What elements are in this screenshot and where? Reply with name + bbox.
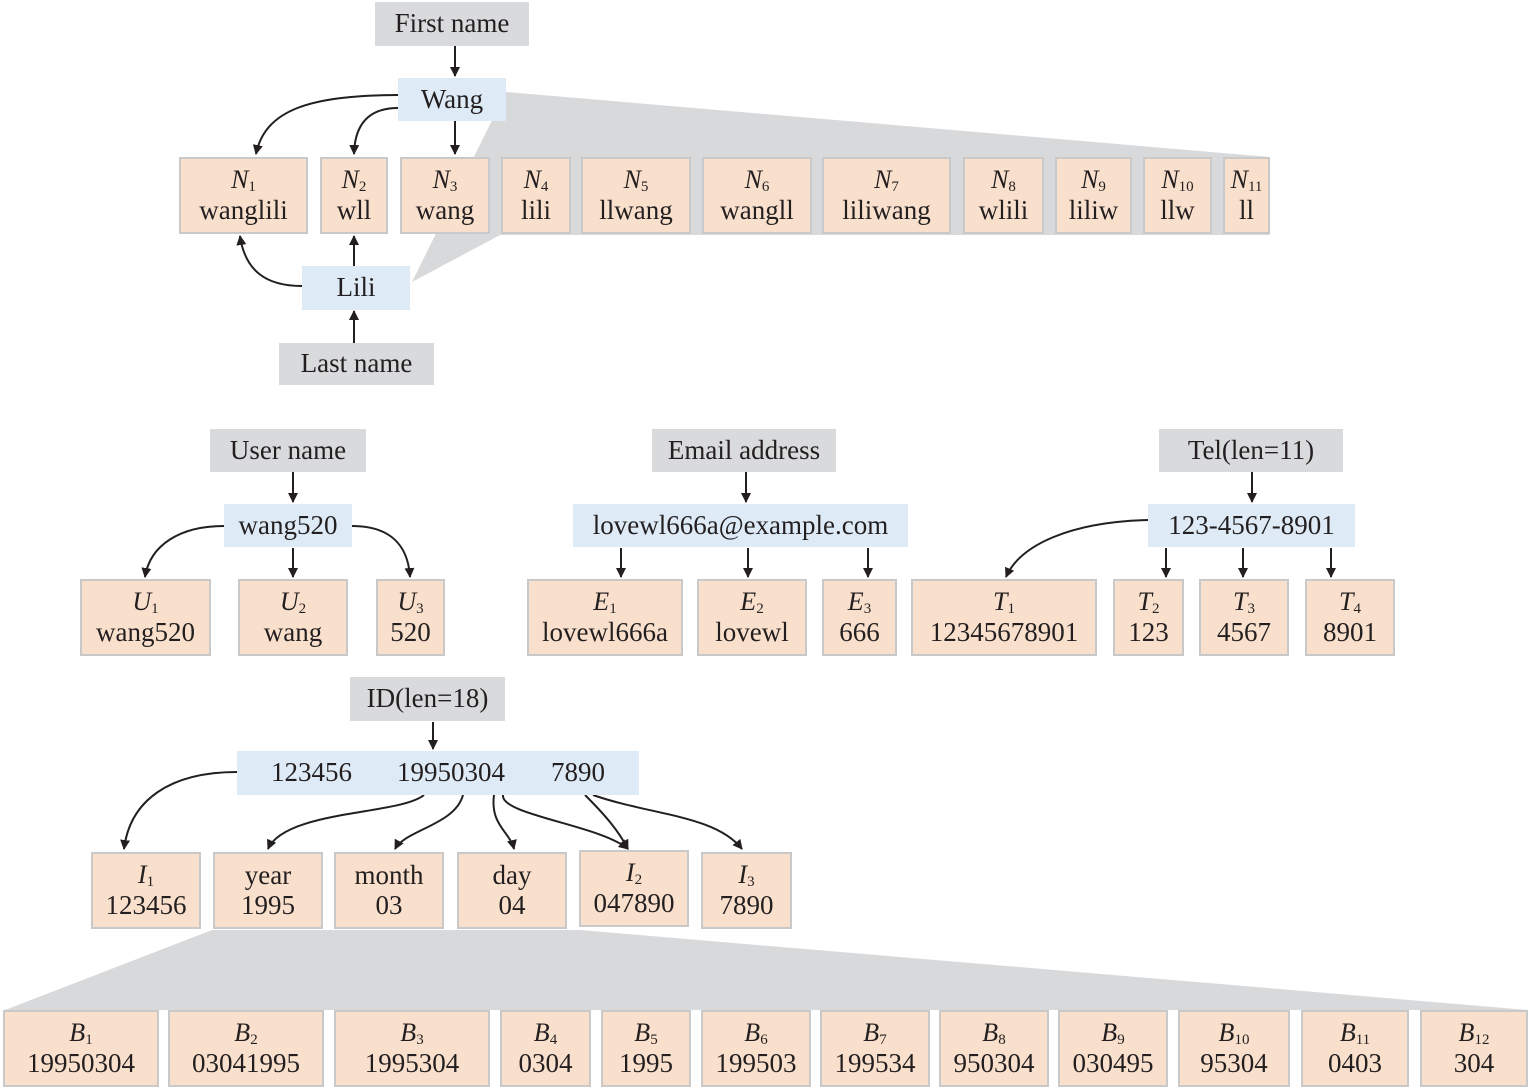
tel-variant-t4: T4 8901 <box>1305 579 1395 656</box>
birthday-variant-b12: B12 304 <box>1420 1010 1528 1087</box>
id-part-suffix: 7890 <box>551 757 605 787</box>
birthday-variant-b1: B1 19950304 <box>3 1010 159 1087</box>
birthday-variant-b2: B2 03041995 <box>168 1010 324 1087</box>
user-name-label: User name <box>210 429 366 472</box>
email-address-value: lovewl666a@example.com <box>573 504 908 547</box>
id-variant-i1: I1 123456 <box>91 852 201 929</box>
id-variant-day: day 04 <box>457 852 567 929</box>
tel-variant-t1: T1 12345678901 <box>911 579 1097 656</box>
arrow-user-to-u3 <box>351 525 415 578</box>
arrow-id-to-day <box>492 794 517 850</box>
id-part-region: 123456 <box>271 757 352 787</box>
id-variant-i2: I2 047890 <box>579 850 689 927</box>
name-variant-n7: N7 liliwang <box>822 157 951 234</box>
first-name-value: Wang <box>398 78 506 121</box>
birthday-variant-b8: B8 950304 <box>939 1010 1049 1087</box>
birthday-variant-b7: B7 199534 <box>820 1010 930 1087</box>
birthday-variant-b3: B3 1995304 <box>334 1010 490 1087</box>
birthday-variant-b9: B9 030495 <box>1058 1010 1168 1087</box>
user-variant-u2: U2 wang <box>238 579 348 656</box>
name-variant-n1: N1 wanglili <box>179 157 308 234</box>
email-variant-e3: E3 666 <box>822 579 897 656</box>
arrow-id-to-i1 <box>120 771 238 850</box>
arrow-id-to-i3 <box>592 794 743 850</box>
arrow-user-to-u1 <box>141 525 225 578</box>
id-label: ID(len=18) <box>350 677 505 721</box>
arrow-wang-to-n1 <box>252 94 399 155</box>
arrow-tel-to-t1 <box>1005 519 1149 578</box>
id-variant-i3: I3 7890 <box>701 852 792 929</box>
birthday-variant-b5: B5 1995 <box>601 1010 691 1087</box>
name-variant-n9: N9 liliw <box>1055 157 1132 234</box>
arrow-id-to-month <box>394 794 464 850</box>
user-variant-u3: U3 520 <box>376 579 445 656</box>
last-name-value: Lili <box>302 266 410 310</box>
email-variant-e2: E2 lovewl <box>697 579 807 656</box>
tel-value: 123-4567-8901 <box>1148 504 1355 547</box>
name-variant-n6: N6 wangll <box>702 157 812 234</box>
name-variant-n3: N3 wang <box>400 157 490 234</box>
name-variant-n5: N5 llwang <box>581 157 691 234</box>
arrow-id-to-i2-a <box>502 794 629 850</box>
birthday-variant-b4: B4 0304 <box>500 1010 591 1087</box>
birthday-expansion-fan <box>5 930 1528 1010</box>
name-variant-n11: N11 ll <box>1223 157 1270 234</box>
first-name-label: First name <box>375 2 529 46</box>
arrow-lili-to-n1 <box>236 235 303 287</box>
arrow-wang-to-n2 <box>349 107 399 155</box>
tel-label: Tel(len=11) <box>1159 429 1343 472</box>
email-address-label: Email address <box>652 429 836 472</box>
name-variant-n4: N4 lili <box>501 157 571 234</box>
id-part-birthdate: 19950304 <box>397 757 505 787</box>
birthday-variant-b6: B6 199503 <box>701 1010 811 1087</box>
name-variant-n2: N2 wll <box>320 157 388 234</box>
birthday-variant-b10: B10 95304 <box>1178 1010 1290 1087</box>
id-variant-month: month 03 <box>334 852 444 929</box>
arrow-id-to-i2-b <box>584 794 629 850</box>
name-variant-n8: N8 wlili <box>963 157 1044 234</box>
birthday-variant-b11: B11 0403 <box>1301 1010 1409 1087</box>
id-variant-year: year 1995 <box>213 852 323 929</box>
user-name-value: wang520 <box>224 504 352 547</box>
email-variant-e1: E1 lovewl666a <box>527 579 683 656</box>
id-value: 123456 19950304 7890 <box>237 751 639 795</box>
name-variant-n10: N10 llw <box>1143 157 1212 234</box>
arrow-id-to-year <box>267 794 425 850</box>
tel-variant-t3: T3 4567 <box>1199 579 1289 656</box>
last-name-label: Last name <box>279 343 434 385</box>
tel-variant-t2: T2 123 <box>1113 579 1184 656</box>
user-variant-u1: U1 wang520 <box>80 579 211 656</box>
